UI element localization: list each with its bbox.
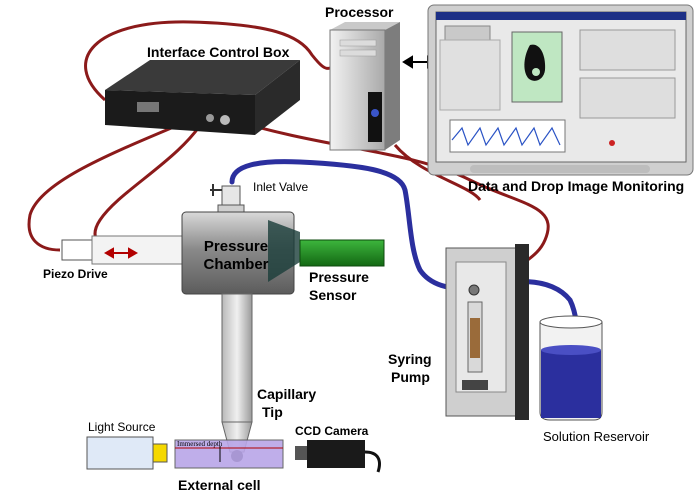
port-round (206, 114, 214, 122)
port-round (220, 115, 230, 125)
ccd-camera (295, 440, 381, 473)
interface-control-box-label: Interface Control Box (147, 44, 290, 60)
pressure-chamber (181, 211, 300, 295)
external-cell (174, 439, 284, 469)
ccd-camera-label: CCD Camera (295, 424, 369, 438)
solution-reservoir (539, 315, 603, 421)
syringe-pump-label-2: Pump (391, 369, 430, 385)
processor-tower (329, 22, 400, 151)
capillary-tip-label-1: Capillary (257, 386, 317, 402)
power-led (371, 109, 379, 117)
pressure-sensor-label-2: Sensor (309, 287, 357, 303)
cable-processor-to-monitor (393, 144, 482, 201)
interface-control-box (105, 60, 300, 135)
light-source-label: Light Source (88, 420, 156, 434)
cable-box-to-piezo-left (27, 116, 196, 252)
solution-reservoir-label: Solution Reservoir (543, 429, 650, 444)
piezo-drive (61, 235, 191, 265)
syringe-pump-label-1: Syring (388, 351, 432, 367)
pressure-chamber-label-2: Chamber (203, 256, 269, 273)
processor-label: Processor (325, 4, 394, 20)
capillary (221, 293, 253, 462)
pressure-sensor-label-1: Pressure (309, 269, 369, 285)
pressure-chamber-label-1: Pressure (203, 238, 269, 255)
piezo-drive-label: Piezo Drive (43, 267, 108, 281)
data-monitoring-label: Data and Drop Image Monitoring (468, 178, 685, 194)
syringe-pump (445, 244, 529, 420)
cable-box-to-processor (84, 20, 331, 102)
light-source (86, 436, 168, 470)
pressure-sensor (299, 239, 385, 267)
external-cell-label: External cell (178, 477, 261, 493)
signal-plot (449, 119, 566, 153)
monitoring-display (427, 4, 694, 176)
capillary-tip-label-2: Tip (262, 404, 283, 420)
tube-valve-to-pump (229, 159, 473, 291)
inlet-valve (210, 184, 245, 214)
port-connector (137, 102, 159, 112)
immersed-depth-label: Immersed depth (177, 440, 223, 448)
inlet-valve-label: Inlet Valve (253, 180, 309, 194)
